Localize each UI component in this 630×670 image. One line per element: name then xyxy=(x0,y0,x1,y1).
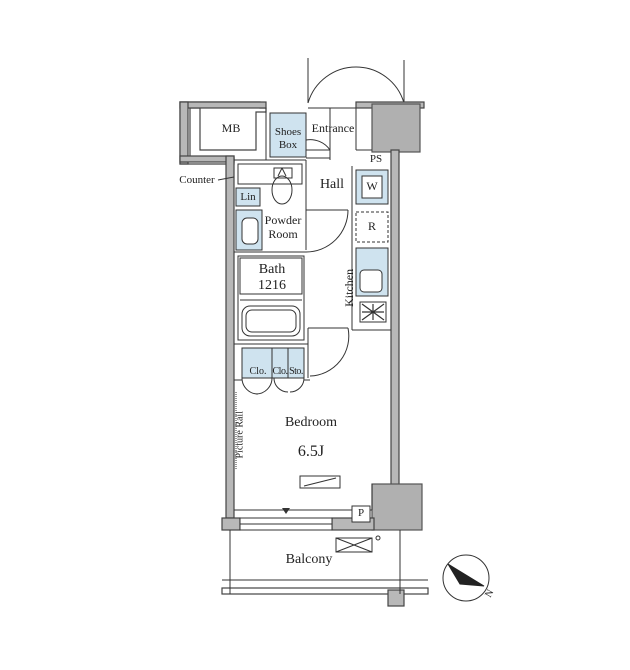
powder-room-label: Powder Room xyxy=(258,213,308,242)
balcony-label: Balcony xyxy=(285,552,333,567)
entrance-door-swing xyxy=(307,66,405,104)
compass-needle xyxy=(447,563,485,587)
bedroom-size-label: 6.5J xyxy=(297,443,325,460)
shoes-box-label: Shoes Box xyxy=(270,126,306,151)
walls xyxy=(179,101,429,607)
mb-label: MB xyxy=(221,121,241,135)
shoes-box xyxy=(269,112,307,158)
linen-cabinet xyxy=(235,187,261,207)
powder-room-line1: Powder xyxy=(264,213,302,227)
lin-label: Lin xyxy=(240,191,256,203)
closet2-label: Clo. xyxy=(272,366,288,377)
bath-line2: 1216 xyxy=(258,278,286,294)
kitchen-label: Kitchen xyxy=(342,268,357,307)
entrance-label: Entrance xyxy=(311,121,355,135)
compass-circle xyxy=(442,554,490,602)
bath-line1: Bath xyxy=(258,262,286,277)
p-box-label: P xyxy=(357,507,365,519)
shoes-box-line2: Box xyxy=(278,138,298,151)
shoes-box-line1: Shoes xyxy=(274,126,302,138)
counter-label: Counter xyxy=(179,174,215,186)
picture-rail-label: Picture Rail xyxy=(234,411,246,459)
hall-label: Hall xyxy=(319,177,345,192)
bath-label: Bath 1216 xyxy=(248,262,296,294)
ps-label: PS xyxy=(369,153,383,165)
refrigerator-label: R xyxy=(367,219,376,233)
bedroom-label: Bedroom xyxy=(284,415,338,430)
washer-label: W xyxy=(366,179,378,193)
closet1-label: Clo. xyxy=(249,366,267,377)
storage-label: Sto. xyxy=(289,366,303,377)
powder-room-line2: Room xyxy=(268,226,298,241)
